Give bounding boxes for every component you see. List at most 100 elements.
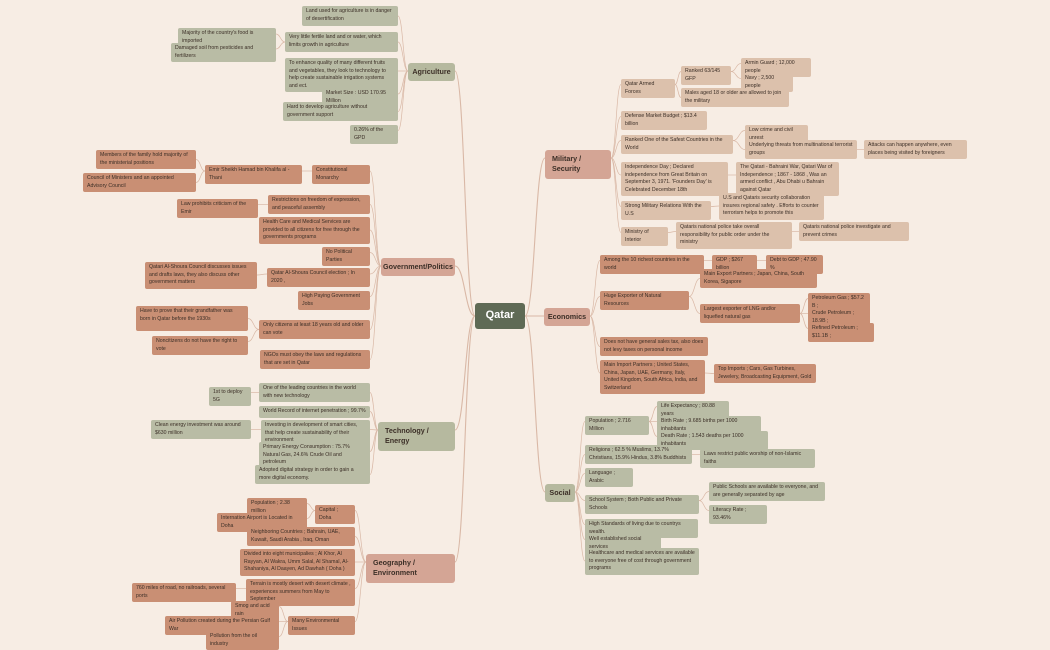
topic-node-t5[interactable]: Adopted digital strategy in order to gai… bbox=[255, 465, 370, 485]
branch-topic-soc[interactable]: Social bbox=[545, 484, 575, 503]
topic-node-ge1[interactable]: Capital ; Doha bbox=[315, 505, 355, 525]
topic-node-m4[interactable]: Independence Day ; Declared independence… bbox=[621, 162, 728, 197]
branch-topic-geo[interactable]: Geography / Environment bbox=[366, 554, 455, 583]
connector-m3-m3a bbox=[732, 130, 746, 141]
topic-node-a2[interactable]: Very little fertile land and or water, w… bbox=[285, 32, 398, 52]
topic-node-t4[interactable]: Primary Energy Consumption : 75.7% Natur… bbox=[259, 442, 370, 469]
topic-node-g6[interactable]: High Paying Government Jobs bbox=[298, 291, 370, 311]
topic-node-s4[interactable]: School System ; Both Public and Private … bbox=[585, 495, 699, 515]
topic-node-ge5b[interactable]: Air Pollution created during the Persian… bbox=[165, 616, 279, 636]
topic-node-m2[interactable]: Defense Market Budget ; $13.4 billion bbox=[621, 111, 707, 131]
connector-agri-a6 bbox=[397, 70, 409, 131]
connector-root-agri bbox=[454, 70, 476, 317]
topic-node-e4a[interactable]: Top Imports ; Cars, Gas Turbines, Jewele… bbox=[714, 364, 816, 384]
topic-node-g4[interactable]: No Political Parties bbox=[322, 247, 370, 267]
topic-node-m5[interactable]: Strong Military Relations With the U.S bbox=[621, 201, 711, 221]
topic-node-m1[interactable]: Qatar Armed Forces bbox=[621, 79, 675, 99]
topic-node-ge2[interactable]: Neighboring Countries ; Bahrain, UAE, Ku… bbox=[247, 527, 355, 547]
topic-node-t3a[interactable]: Clean energy investment was around $630 … bbox=[151, 420, 251, 440]
topic-node-g7a[interactable]: Have to prove that their grandfather was… bbox=[136, 306, 248, 331]
topic-node-a2b[interactable]: Damaged soil from pesticides and fertili… bbox=[171, 43, 276, 63]
topic-node-ge5a[interactable]: Smog and acid rain bbox=[231, 601, 279, 621]
topic-node-g1a1[interactable]: Members of the family hold majority of t… bbox=[96, 150, 196, 170]
topic-node-g1a[interactable]: Emir Sheikh Hamad bin Khalifa al - Thani bbox=[205, 165, 302, 185]
topic-node-a1[interactable]: Land used for agriculture is in danger o… bbox=[302, 6, 398, 26]
branch-topic-eco[interactable]: Economics bbox=[544, 308, 590, 327]
topic-node-g7[interactable]: Only citizens at least 18 years old and … bbox=[259, 320, 370, 340]
topic-node-m3b1[interactable]: Attacks can happen anywhere, even places… bbox=[864, 140, 967, 160]
topic-node-e1[interactable]: Among the 10 richest countries in the wo… bbox=[600, 255, 704, 275]
topic-node-t2[interactable]: World Record of internet penetration ; 9… bbox=[259, 406, 370, 418]
topic-node-s7[interactable]: Healthcare and medical services are avai… bbox=[585, 548, 699, 575]
topic-node-s2[interactable]: Religions ; 62.5 % Muslims, 13.7% Christ… bbox=[585, 445, 692, 465]
connector-ge1-ge1b bbox=[306, 510, 316, 519]
topic-node-g5a[interactable]: Qatari Al-Shoura Council discusses issue… bbox=[145, 262, 257, 289]
topic-node-e2b[interactable]: Largest exporter of LNG and/or liquefied… bbox=[700, 304, 800, 324]
topic-node-ge5c[interactable]: Pollution from the oil industry bbox=[206, 631, 279, 650]
topic-node-m1a[interactable]: Ranked 63/145 GFP bbox=[681, 66, 731, 86]
topic-node-m6[interactable]: Ministry of Interior bbox=[621, 227, 668, 247]
topic-node-g7b[interactable]: Noncitizens do not have the right to vot… bbox=[152, 336, 248, 356]
topic-node-t1[interactable]: One of the leading countries in the worl… bbox=[259, 383, 370, 403]
topic-node-s5[interactable]: High Standards of living due to countrys… bbox=[585, 519, 698, 539]
topic-node-g1[interactable]: Constitutional Monarchy bbox=[312, 165, 370, 185]
topic-node-e2b1[interactable]: Petroleum Gas ; $57.2 B ; bbox=[808, 293, 870, 313]
connector-g1a-g1a1 bbox=[195, 159, 206, 172]
topic-node-s1b[interactable]: Birth Rate ; 9.685 births per 1000 inhab… bbox=[657, 416, 761, 436]
branch-topic-mil[interactable]: Military / Security bbox=[545, 150, 611, 179]
topic-node-e2a[interactable]: Main Export Partners ; Japan, China, Sou… bbox=[700, 269, 817, 289]
topic-node-a2a[interactable]: Majority of the country's food is import… bbox=[178, 28, 276, 48]
topic-node-ge5[interactable]: Many Environmental Issues bbox=[288, 616, 355, 636]
topic-node-a6[interactable]: 0.26% of the GPD bbox=[350, 125, 398, 145]
topic-node-m3[interactable]: Ranked One of the Safest Countries in th… bbox=[621, 135, 733, 155]
topic-node-s4b[interactable]: Literacy Rate ; 93.46% bbox=[709, 505, 767, 525]
topic-node-m3a[interactable]: Low crime and civil unrest bbox=[745, 125, 808, 145]
topic-node-m5a[interactable]: U.S and Qataris security collaboration i… bbox=[719, 193, 824, 220]
connector-e2b-e2b3 bbox=[799, 313, 809, 329]
root-topic[interactable]: Qatar bbox=[475, 303, 525, 329]
topic-node-m6a1[interactable]: Qataris national police investigate and … bbox=[799, 222, 909, 242]
topic-node-m1a2[interactable]: Navy ; 2,500 people bbox=[741, 73, 793, 93]
topic-node-a3[interactable]: To enhance quality of many different fru… bbox=[285, 58, 398, 93]
connector-agri-a5 bbox=[397, 70, 409, 112]
connector-eco-e4 bbox=[589, 315, 601, 374]
topic-node-s1[interactable]: Population ; 2.716 Million bbox=[585, 416, 649, 436]
topic-node-s3[interactable]: Language ; Arabic bbox=[585, 468, 633, 488]
topic-node-g1a2[interactable]: Council of Ministers and an appointed Ad… bbox=[83, 173, 196, 193]
connector-root-gov bbox=[454, 265, 476, 317]
topic-node-g8[interactable]: NGOs must obey the laws and regulations … bbox=[260, 350, 370, 370]
topic-node-g5[interactable]: Qatar Al-Shoura Council election ; In 20… bbox=[267, 268, 370, 288]
topic-node-e2[interactable]: Huge Exporter of Natural Resources bbox=[600, 291, 689, 311]
topic-node-m4a[interactable]: The Qatari - Bahraini War, Qatari War of… bbox=[736, 162, 839, 197]
topic-node-g2[interactable]: Restrictions on freedom of expression, a… bbox=[268, 195, 370, 215]
connector-geo-ge2 bbox=[354, 536, 367, 563]
topic-node-g2a[interactable]: Law prohibits criticism of the Emir bbox=[177, 199, 258, 219]
topic-node-g3[interactable]: Health Care and Medical Services are pro… bbox=[259, 217, 370, 244]
topic-node-m6a[interactable]: Qataris national police take overall res… bbox=[676, 222, 792, 249]
topic-node-t1a[interactable]: 1st to deploy 5G bbox=[209, 387, 251, 407]
connector-mil-m3 bbox=[610, 140, 622, 159]
connector-mil-m2 bbox=[610, 116, 622, 159]
topic-node-ge4a[interactable]: 760 miles of road, no railroads, several… bbox=[132, 583, 236, 603]
branch-topic-agri[interactable]: Agriculture bbox=[408, 63, 455, 82]
topic-node-ge3[interactable]: Divided into eight municipalies ; Al Kho… bbox=[240, 549, 355, 576]
branch-topic-gov[interactable]: Government/Politics bbox=[381, 258, 455, 277]
connector-m1a-m1a2 bbox=[730, 71, 742, 79]
topic-node-e2b3[interactable]: Refined Petroleum ; $11.1B ; bbox=[808, 323, 874, 343]
topic-node-e2b2[interactable]: Crude Petroleum ; 18.9B ; bbox=[808, 308, 870, 328]
topic-node-m1b[interactable]: Males aged 18 or older are allowed to jo… bbox=[681, 88, 789, 108]
topic-node-a5[interactable]: Hard to develop agriculture without gove… bbox=[283, 102, 398, 122]
connector-gov-g8 bbox=[369, 265, 382, 360]
topic-node-s1a[interactable]: Life Expectancy ; 80.88 years bbox=[657, 401, 729, 421]
topic-node-e3[interactable]: Does not have general sales tax, also do… bbox=[600, 337, 708, 357]
topic-node-s4a[interactable]: Public Schools are available to everyone… bbox=[709, 482, 825, 502]
topic-node-m1a1[interactable]: Armin Guard ; 12,000 people bbox=[741, 58, 811, 78]
connector-root-tech bbox=[454, 315, 476, 431]
topic-node-m3b[interactable]: Underlying threats from multinational te… bbox=[745, 140, 857, 160]
topic-node-s2a[interactable]: Laws restrict public worship of non-Isla… bbox=[700, 449, 815, 469]
branch-topic-tech[interactable]: Technology / Energy bbox=[378, 422, 455, 451]
topic-node-e4[interactable]: Main Import Partners ; United States, Ch… bbox=[600, 360, 705, 395]
connector-gov-g1 bbox=[369, 170, 382, 267]
topic-node-ge1a[interactable]: Population ; 2.38 million bbox=[247, 498, 307, 518]
connector-m6-m6a bbox=[667, 231, 677, 233]
